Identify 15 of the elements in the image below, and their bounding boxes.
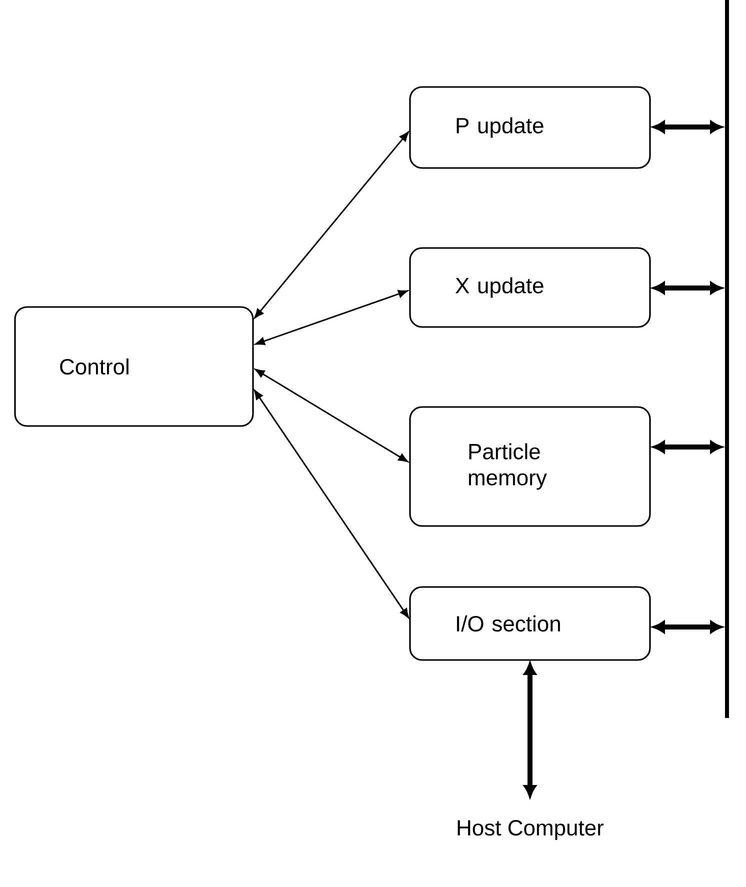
arrow	[653, 121, 722, 133]
arrow	[653, 441, 722, 453]
process-box: I/O section	[409, 586, 651, 661]
arrow	[524, 663, 536, 797]
arrow	[254, 390, 410, 618]
arrow	[254, 132, 409, 318]
process-box: Control	[14, 306, 254, 427]
arrow	[254, 368, 408, 462]
arrow	[255, 290, 408, 346]
text-label: Host Computer	[458, 820, 604, 840]
arrow	[653, 621, 722, 633]
process-box: P update	[409, 86, 651, 169]
process-box: X update	[409, 247, 651, 328]
process-box: Particle memory	[409, 406, 651, 527]
arrow	[653, 282, 722, 294]
